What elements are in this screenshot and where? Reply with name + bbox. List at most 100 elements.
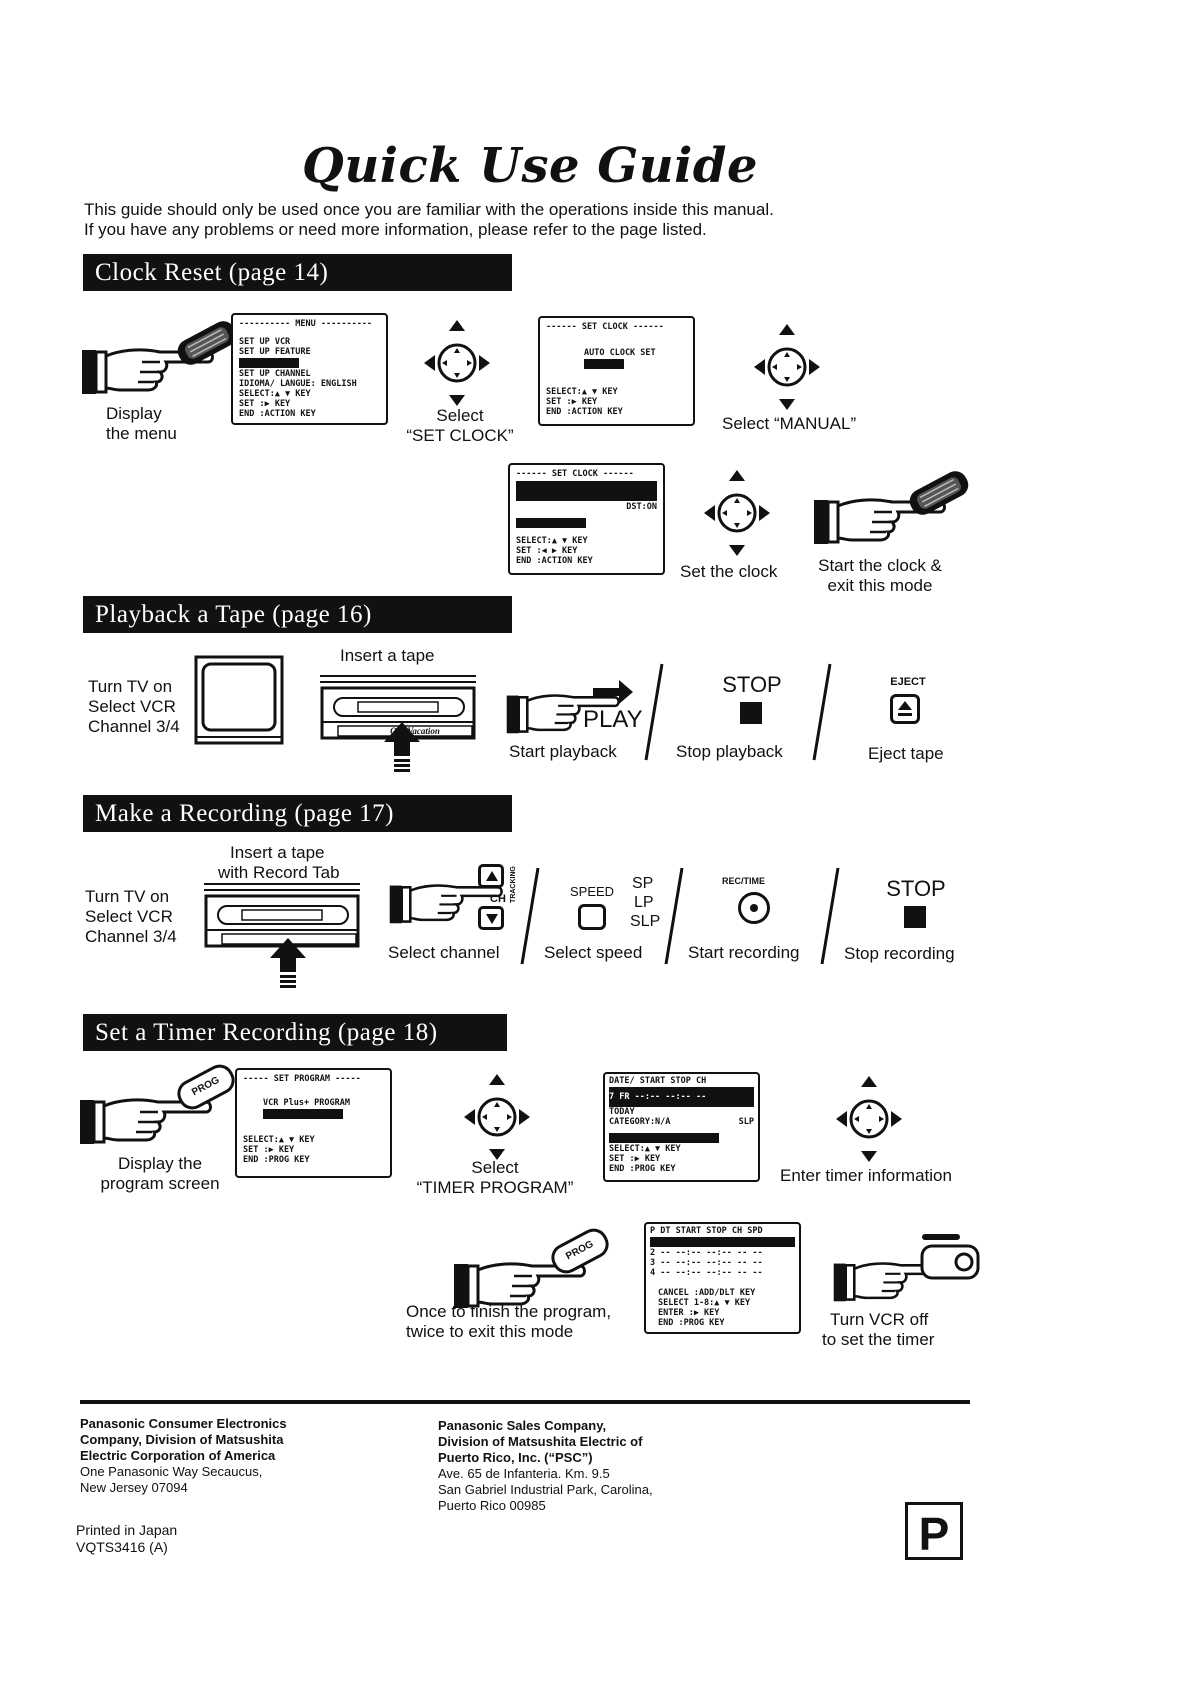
playback-insert-caption: Insert a tape — [340, 646, 435, 665]
screen-line: VCR Plus+ PROGRAM — [263, 1098, 350, 1108]
start-recording-caption: Start recording — [688, 943, 800, 962]
intro-line-1: This guide should only be used once you … — [84, 200, 774, 219]
screen-line: ENTER :▶ KEY — [658, 1308, 720, 1318]
caption-line: Select VCR — [88, 697, 176, 716]
screen-row: 4 -- --:-- --:-- -- -- — [650, 1268, 763, 1278]
eject-label: EJECT — [890, 676, 926, 688]
print-info: Printed in Japan VQTS3416 (A) — [76, 1522, 177, 1556]
clock-step2-caption: Select “SET CLOCK” — [400, 406, 520, 446]
caption-line: Insert a tape — [230, 843, 325, 862]
speed-label: SPEED — [570, 884, 615, 899]
clock-step5-caption: Start the clock & exit this mode — [800, 556, 960, 596]
clock-step1-caption: Display the menu — [106, 404, 177, 444]
rec-stop-label: STOP — [886, 876, 946, 901]
screen-line: END :ACTION KEY — [516, 556, 593, 566]
display-menu-hand — [80, 318, 240, 398]
play-label: PLAY — [583, 706, 643, 733]
screen-title: ----- SET PROGRAM ----- — [243, 1074, 361, 1084]
caption-line: to set the timer — [822, 1330, 935, 1349]
screen-line: SET UP CHANNEL — [239, 369, 311, 379]
category-text: CATEGORY:N/A — [609, 1117, 671, 1127]
rec-insert-caption: Insert a tape with Record Tab — [218, 843, 340, 883]
set-clock-screen-2: ------ SET CLOCK ------ DST:ON SELECT:▲ … — [508, 463, 665, 575]
caption-line: twice to exit this mode — [406, 1322, 574, 1341]
p-mark-logo: P — [905, 1502, 963, 1560]
channel-up-button — [478, 864, 504, 888]
dpad-icon — [422, 318, 492, 408]
section-heading-playback: Playback a Tape (page 16) — [83, 596, 512, 633]
caption-line: Display — [106, 404, 162, 423]
document-code: VQTS3416 (A) — [76, 1539, 168, 1555]
timer-step3-caption: Enter timer information — [780, 1166, 952, 1185]
insert-arrow-icon — [382, 722, 422, 772]
divider-slash — [820, 866, 840, 966]
dpad-icon — [752, 322, 822, 412]
stop-recording-caption: Stop recording — [844, 944, 955, 963]
power-button-icon — [918, 1234, 988, 1284]
speed-options: SP LP SLP — [630, 874, 660, 931]
screen-line: END :PROG KEY — [243, 1155, 310, 1165]
screen-line: SET :▶ KEY — [243, 1145, 295, 1155]
timer-step1-caption: Display the program screen — [80, 1154, 240, 1194]
channel-label: CH — [490, 893, 506, 905]
printed-in: Printed in Japan — [76, 1522, 178, 1538]
caption-line: “TIMER PROGRAM” — [416, 1178, 574, 1197]
screen-header: DATE/ START STOP CH — [609, 1076, 707, 1086]
address-line: Puerto Rico 00985 — [438, 1498, 546, 1513]
caption-line: exit this mode — [827, 576, 933, 595]
caption-line: Select — [436, 406, 484, 425]
caption-line: Turn VCR off — [830, 1310, 929, 1329]
address-usa: Panasonic Consumer Electronics Company, … — [80, 1416, 287, 1496]
screen-line: END :ACTION KEY — [239, 409, 316, 419]
screen-line: SET UP VCR — [239, 337, 291, 347]
caption-line: Turn TV on — [85, 887, 170, 906]
address-line: Panasonic Consumer Electronics — [80, 1416, 287, 1431]
caption-line: the menu — [106, 424, 177, 443]
caption-line: with Record Tab — [218, 863, 340, 882]
set-program-screen: ----- SET PROGRAM ----- VCR Plus+ PROGRA… — [235, 1068, 392, 1178]
screen-line: CATEGORY:N/A SLP — [609, 1117, 754, 1127]
highlight-bar — [516, 481, 657, 501]
address-puerto-rico: Panasonic Sales Company, Division of Mat… — [438, 1418, 653, 1514]
address-line: Ave. 65 de Infanteria. Km. 9.5 — [438, 1466, 610, 1481]
screen-line: AUTO CLOCK SET — [584, 348, 656, 358]
remote-button-icon — [904, 468, 974, 518]
start-playback-caption: Start playback — [509, 742, 617, 761]
screen-line: SET :▶ KEY — [609, 1154, 661, 1164]
set-clock-screen: ------ SET CLOCK ------ AUTO CLOCK SET S… — [538, 316, 695, 426]
caption-line: Turn TV on — [88, 677, 173, 696]
caption-line: Select — [471, 1158, 519, 1177]
screen-line: SET :◀ ▶ KEY — [516, 546, 578, 556]
timer-step2-caption: Select “TIMER PROGRAM” — [410, 1158, 580, 1198]
highlight-bar — [609, 1133, 719, 1143]
address-line: San Gabriel Industrial Park, Carolina, — [438, 1482, 653, 1497]
screen-line: IDIOMA/ LANGUE: ENGLISH — [239, 379, 357, 389]
dpad-icon — [834, 1074, 904, 1164]
insert-arrow-icon — [268, 938, 308, 988]
caption-line: Once to finish the program, — [406, 1302, 612, 1321]
timer-list-screen: P DT START STOP CH SPD 2 -- --:-- --:-- … — [644, 1222, 801, 1334]
tape-label: Our Vacation — [390, 726, 440, 736]
divider-slash — [664, 866, 684, 966]
caption-line: “SET CLOCK” — [406, 426, 514, 445]
screen-line: SELECT:▲ ▼ KEY — [546, 387, 618, 397]
screen-row: 3 -- --:-- --:-- -- -- — [650, 1258, 763, 1268]
screen-line: END :PROG KEY — [609, 1164, 676, 1174]
screen-line: SET :▶ KEY — [239, 399, 291, 409]
screen-line: END :PROG KEY — [658, 1318, 725, 1328]
stop-icon — [740, 702, 762, 724]
select-speed-caption: Select speed — [544, 943, 643, 962]
screen-line: SELECT:▲ ▼ KEY — [516, 536, 588, 546]
screen-title: ------ SET CLOCK ------ — [546, 322, 664, 332]
highlight-bar — [516, 518, 586, 528]
screen-title: ---------- MENU ---------- — [239, 319, 373, 329]
intro-line-2: If you have any problems or need more in… — [84, 220, 707, 239]
play-button-hand: PLAY — [505, 676, 645, 736]
clock-step4-caption: Set the clock — [680, 562, 778, 581]
vcr-tape-slot: Our Vacation — [318, 672, 478, 742]
speed-option: SLP — [630, 913, 661, 930]
screen-line: DST:ON — [626, 502, 657, 512]
screen-line: CANCEL :ADD/DLT KEY — [658, 1288, 756, 1298]
stop-icon — [904, 906, 926, 928]
highlight-bar — [239, 358, 299, 368]
